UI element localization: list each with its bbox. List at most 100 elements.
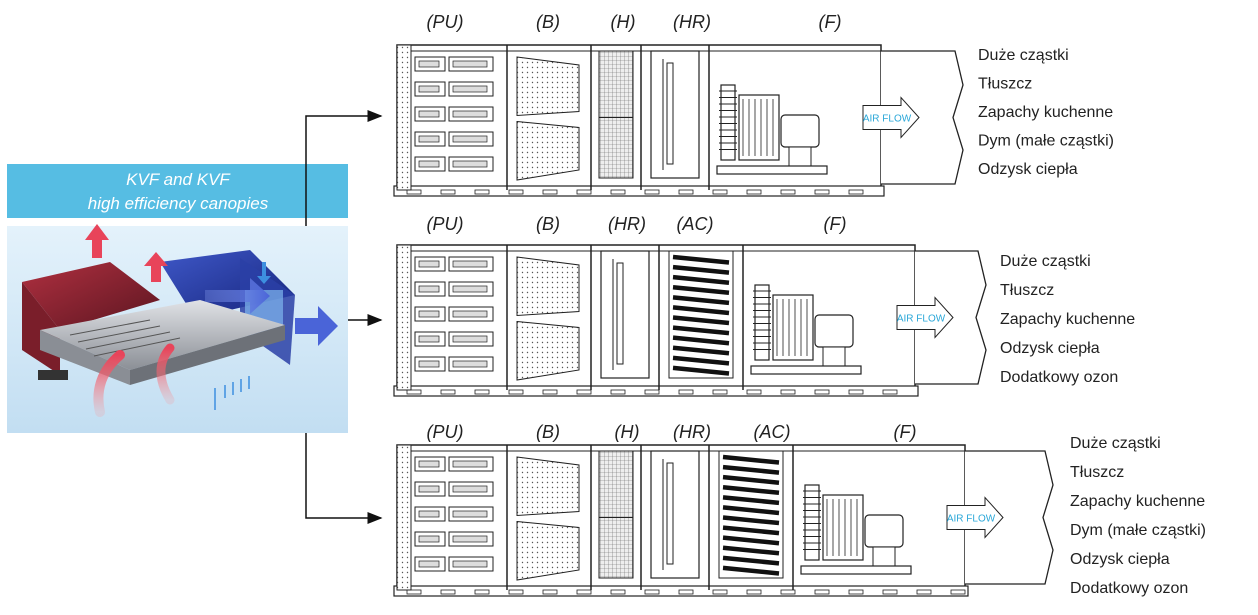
section-label: (F) [824,214,847,234]
heat-recovery-coil [600,250,650,379]
outlet-hood [881,50,964,185]
feature-item: Tłuszcz [1000,282,1054,299]
fan-housing [738,94,780,161]
filter-slot [418,460,440,468]
filter-slot [452,310,488,318]
feature-item: Zapachy kuchenne [1000,311,1135,328]
filter-slot [452,135,488,143]
feature-item: Dym (małe cząstki) [1070,522,1206,539]
filter-slot [418,485,440,493]
base-foot [882,589,898,595]
motor-stand [822,346,846,369]
carbon-zigzag [722,454,780,576]
base-foot [406,589,422,595]
filter-slot [418,60,440,68]
feature-item: Tłuszcz [1070,464,1124,481]
canopy-title-line2: high efficiency canopies [88,194,269,213]
base-foot [746,589,762,595]
base-foot [576,189,592,195]
filter-slot [452,160,488,168]
hepa-filter [598,50,634,179]
motor-body [814,314,854,348]
section-h [590,445,634,590]
bag-filter [516,56,580,117]
bag-filter [516,256,580,317]
section-hr [590,245,650,390]
airflow-arrow-icon [946,496,1004,539]
flex-connector [754,284,770,361]
section-h [590,45,634,190]
base-foot [576,589,592,595]
base-foot [814,589,830,595]
base-foot [644,589,660,595]
filter-slot [418,110,440,118]
bag-filter [516,320,580,381]
filter-slot [418,360,440,368]
base-foot [610,389,626,395]
base-foot [712,389,728,395]
feature-item: Odzysk ciepła [1070,551,1170,568]
filter-slot [452,535,488,543]
section-label: (H) [611,12,636,32]
airflow-arrow-icon [862,96,920,139]
section-label: (B) [536,214,560,234]
filter-slot [452,110,488,118]
section-pu [396,444,494,591]
filter-slot [452,485,488,493]
section-pu [396,244,494,391]
base-foot [644,389,660,395]
bag-filter [516,456,580,517]
filter-slot [418,85,440,93]
heat-recovery-coil [650,450,700,579]
section-label: (AC) [677,214,714,234]
base-foot [916,589,932,595]
canopy-banner [7,164,348,218]
airflow-arrow-icon [896,296,954,339]
filter-slot [418,285,440,293]
base-foot [950,589,966,595]
base-foot [440,389,456,395]
base-foot [610,589,626,595]
section-pu [396,44,494,191]
carbon-zigzag [672,254,730,376]
fan-base [750,365,862,375]
base-foot [644,189,660,195]
section-f [708,45,828,190]
connector [305,110,383,524]
base-foot [678,389,694,395]
base-foot [508,589,524,595]
base-foot [440,589,456,595]
coil-header [666,62,674,165]
filter-slot [452,85,488,93]
canopy-panel: KVF and KVF high efficiency canopies [7,164,348,433]
filter-slot [418,560,440,568]
flex-connector [804,484,820,561]
filter-slot [452,560,488,568]
base-foot [576,389,592,395]
base-foot [678,189,694,195]
base-foot [814,189,830,195]
unit-full: AIR FLOW(PU)(B)(H)(HR)(AC)(F)Duże cząstk… [393,422,1206,597]
base-foot [474,389,490,395]
base-foot [406,389,422,395]
filter-slot [418,260,440,268]
section-label: (F) [819,12,842,32]
filter-slot [418,135,440,143]
base-foot [780,589,796,595]
base-foot [712,189,728,195]
canopy-title-line1: KVF and KVF [126,170,231,189]
section-label: (PU) [427,12,464,32]
section-label: (HR) [673,12,711,32]
feature-item: Duże cząstki [1000,253,1091,270]
base-foot [474,589,490,595]
base-foot [678,589,694,595]
section-f [742,245,862,390]
filter-slot [418,510,440,518]
section-f [792,445,912,590]
coil-header [666,462,674,565]
section-label: (H) [615,422,640,442]
section-hr [640,445,700,590]
fan-housing [772,294,814,361]
feature-item: Zapachy kuchenne [1070,493,1205,510]
